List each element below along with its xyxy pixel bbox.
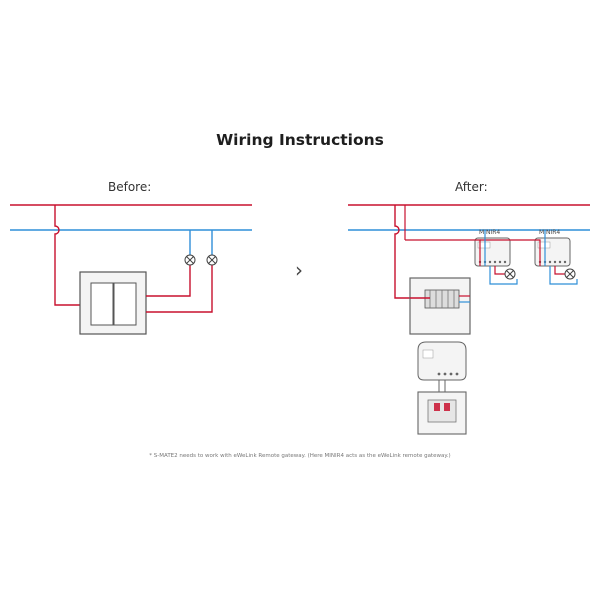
load-wire-1 <box>146 265 191 297</box>
before-diagram <box>10 204 252 335</box>
s-mate2-device <box>417 341 467 381</box>
module-label-2: MINIR4 <box>539 229 560 236</box>
live-drop-wire <box>394 205 410 299</box>
after-diagram: MINIR4 MINIR4 <box>348 204 590 435</box>
live-drop-wire <box>54 205 80 306</box>
before-caption: Before: <box>108 180 152 194</box>
page-title: Wiring Instructions <box>216 131 384 149</box>
lamp-icon <box>184 254 196 266</box>
switch-button-right <box>113 282 137 326</box>
module-live-wire <box>405 239 481 266</box>
module-label-1: MINIR4 <box>479 229 500 236</box>
switch-button-left <box>90 282 114 326</box>
lamp-icon <box>206 254 218 266</box>
lamp-icon <box>504 268 516 280</box>
chevron-right-icon: › <box>295 258 303 282</box>
footnote: * S-MATE2 needs to work with eWeLink Rem… <box>149 453 451 459</box>
lamp-icon <box>564 268 576 280</box>
after-caption: After: <box>455 180 488 194</box>
bottom-wall-switch <box>417 391 467 435</box>
load-wire-2 <box>146 265 213 313</box>
module-live-wire <box>480 239 541 266</box>
